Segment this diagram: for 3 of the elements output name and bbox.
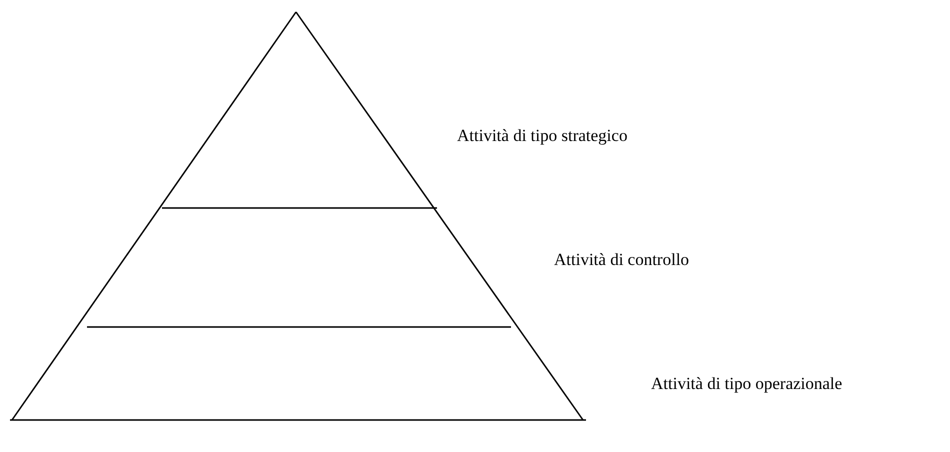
level-label: Attività di controllo xyxy=(554,250,690,270)
level-label: Attività di tipo strategico xyxy=(457,126,628,146)
level-label: Attività di tipo operazionale xyxy=(651,374,842,394)
